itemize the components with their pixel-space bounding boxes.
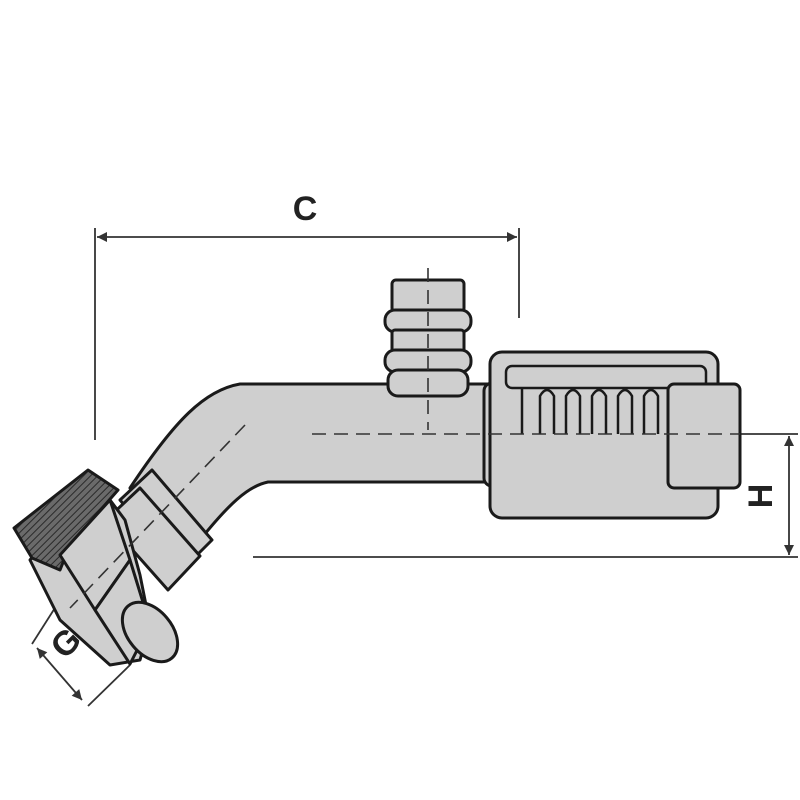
crimp-ridge-3 — [590, 388, 608, 434]
angled-center-line — [69, 424, 246, 609]
fitting-body — [12, 278, 742, 667]
crimp-ridges — [520, 388, 660, 434]
crimp-ferrule — [482, 350, 742, 520]
dimension-h — [253, 433, 798, 558]
ferrule-end — [666, 382, 742, 490]
crimp-ridge-4 — [616, 388, 634, 434]
crimp-ridge-2 — [564, 388, 582, 434]
dimension-c-label: C — [293, 190, 318, 228]
bent-tube — [128, 382, 492, 542]
ferrule-inner — [504, 364, 708, 390]
dimension-c — [94, 228, 520, 440]
crimp-ridge-5 — [642, 388, 660, 434]
dimension-h-label: H — [742, 484, 780, 509]
swivel-collar-ring — [104, 486, 202, 592]
center-lines — [69, 268, 740, 609]
dimension-g-arrow-line — [36, 647, 83, 701]
dimension-g-extension-b — [87, 664, 131, 707]
swivel-collar — [104, 468, 214, 592]
hex-nut-end-face — [120, 600, 180, 664]
hex-nut — [12, 468, 180, 667]
crimp-ridge-1 — [538, 388, 556, 434]
